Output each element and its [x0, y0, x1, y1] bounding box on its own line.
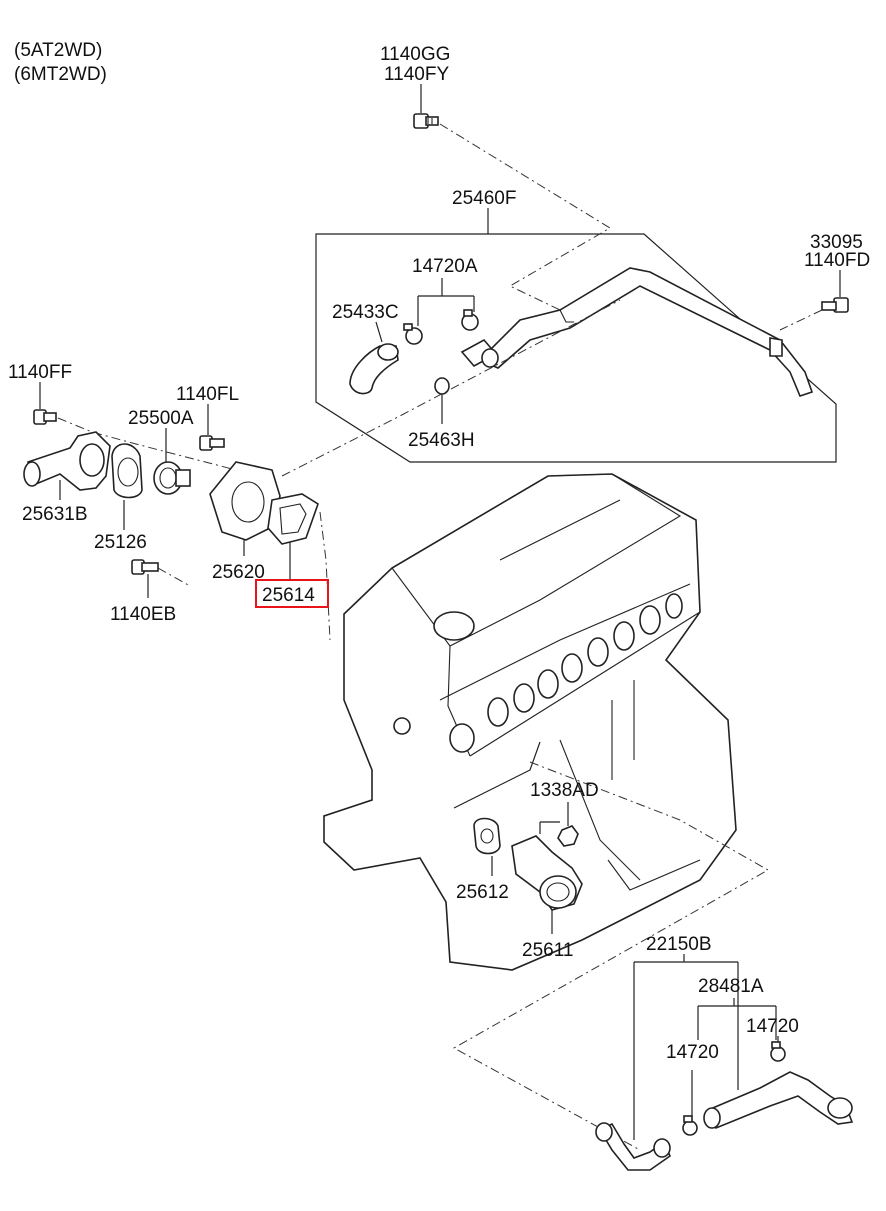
clamp-14720a-icon[interactable] — [403, 309, 479, 345]
label-1140fl[interactable]: 1140FL — [176, 384, 239, 405]
highlight-box-25614 — [255, 579, 329, 608]
label-1140gg[interactable]: 1140GG — [380, 44, 450, 65]
label-22150b[interactable]: 22150B — [646, 934, 712, 955]
exhaust-manifold-ports — [487, 593, 683, 727]
label-14720-upper[interactable]: 14720 — [746, 1016, 799, 1037]
label-25614[interactable]: 25614 — [262, 585, 315, 606]
label-28481a[interactable]: 28481A — [698, 976, 764, 997]
bolt-1140gg-icon[interactable] — [413, 113, 439, 129]
label-33095[interactable]: 33095 — [810, 232, 863, 253]
label-25500a[interactable]: 25500A — [128, 408, 194, 429]
label-25126[interactable]: 25126 — [94, 532, 147, 553]
label-14720-lower[interactable]: 14720 — [666, 1042, 719, 1063]
label-1140fd[interactable]: 1140FD — [804, 250, 870, 271]
lower-fittings-group — [452, 741, 770, 1151]
clamp-14720-lower-icon[interactable] — [682, 1115, 698, 1136]
label-14720a[interactable]: 14720A — [412, 256, 478, 277]
bolt-1140fd-icon[interactable] — [821, 297, 849, 313]
label-1140ff[interactable]: 1140FF — [8, 362, 72, 383]
pipe-group-outline — [315, 233, 837, 463]
hose-28481a[interactable] — [706, 1071, 854, 1130]
label-25620[interactable]: 25620 — [212, 562, 265, 583]
coolant-pipe-25460f[interactable] — [478, 267, 814, 397]
label-25433c[interactable]: 25433C — [332, 302, 399, 323]
label-25463h[interactable]: 25463H — [408, 430, 475, 451]
label-1140eb[interactable]: 1140EB — [110, 604, 176, 625]
nut-1338ad-icon[interactable] — [557, 825, 579, 847]
label-1140fy[interactable]: 1140FY — [384, 64, 449, 85]
bottom-hose-group — [595, 954, 854, 1171]
bolt-1140fl-icon[interactable] — [199, 435, 225, 451]
label-25460f[interactable]: 25460F — [452, 188, 516, 209]
label-25611[interactable]: 25611 — [522, 940, 573, 961]
bolt-1140ff-icon[interactable] — [33, 409, 57, 425]
gasket-25126[interactable] — [111, 443, 143, 499]
gasket-25614[interactable] — [267, 493, 319, 545]
variant-label-5at2wd: (5AT2WD) — [14, 40, 102, 61]
clamp-14720-upper-icon[interactable] — [770, 1041, 786, 1062]
label-1338ad[interactable]: 1338AD — [530, 780, 599, 801]
bolt-1140eb-icon[interactable] — [131, 559, 159, 575]
label-25631b[interactable]: 25631B — [22, 504, 88, 525]
engine-block — [323, 473, 737, 971]
variant-label-6mt2wd: (6MT2WD) — [14, 64, 107, 85]
thermostat-group — [23, 299, 621, 641]
gasket-25612[interactable] — [473, 817, 501, 855]
thermostat-25500a-icon[interactable] — [153, 461, 191, 495]
label-25612[interactable]: 25612 — [456, 882, 509, 903]
pipe-assembly-group — [315, 84, 849, 463]
